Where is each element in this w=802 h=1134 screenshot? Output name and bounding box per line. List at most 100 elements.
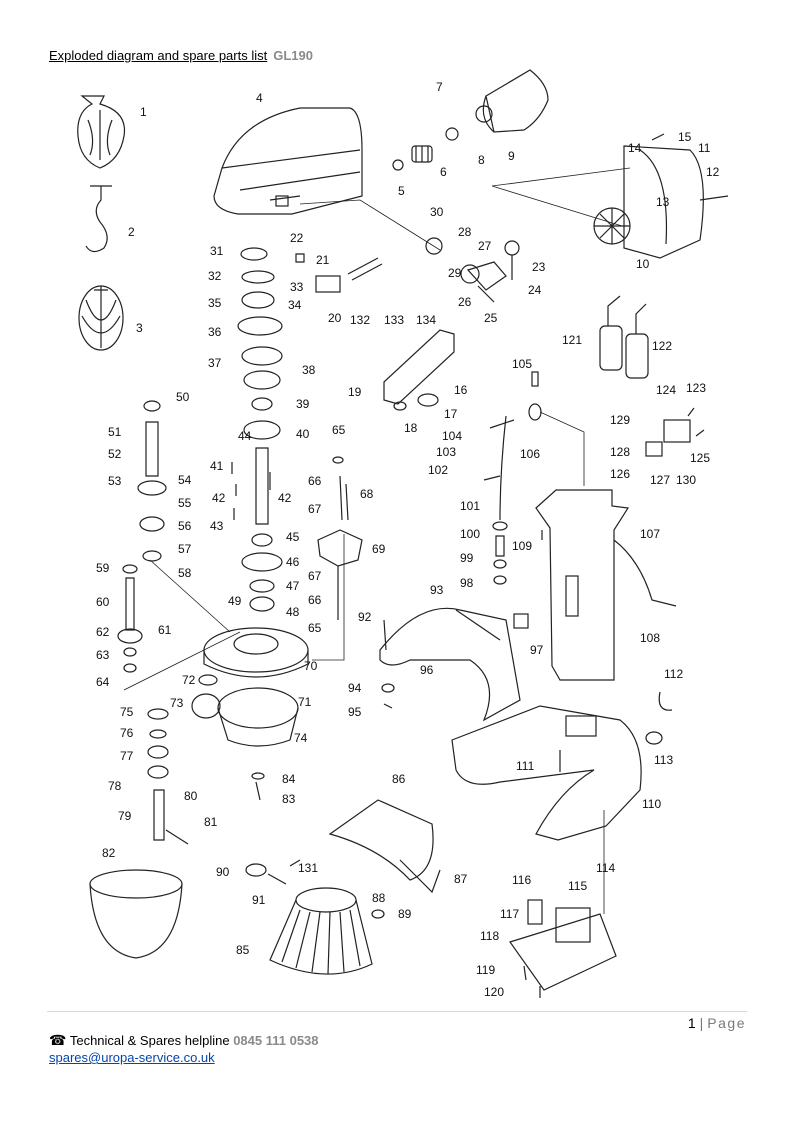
bush-39 — [251, 397, 273, 411]
keys-41-43 — [231, 462, 271, 520]
part-label-46: 46 — [286, 555, 300, 569]
part-label-75: 75 — [120, 705, 134, 719]
spindle-80 — [153, 789, 165, 841]
part-label-76: 76 — [120, 726, 134, 740]
nut-94 — [381, 683, 395, 693]
helpline: ☎ Technical & Spares helpline 0845 111 0… — [49, 1032, 319, 1049]
part-label-7: 7 — [436, 80, 443, 94]
part-label-78: 78 — [108, 779, 122, 793]
page-word: Page — [707, 1015, 746, 1031]
washer-65 — [332, 456, 344, 464]
part-label-95: 95 — [348, 705, 362, 719]
part-label-5: 5 — [398, 184, 405, 198]
part-label-66: 66 — [308, 474, 322, 488]
part-label-47: 47 — [286, 579, 300, 593]
switch-16 — [417, 393, 439, 407]
exploded-diagram: 1234567891011121314151617181920212223242… — [77, 69, 729, 999]
part-label-96: 96 — [420, 663, 434, 677]
part-label-15: 15 — [678, 130, 692, 144]
rod-68 — [345, 483, 349, 521]
washer-99 — [493, 559, 507, 569]
contactor-115 — [555, 907, 591, 943]
washer-32 — [241, 270, 275, 284]
page-separator: | — [699, 1015, 704, 1031]
part-label-130: 130 — [676, 473, 696, 487]
gear-35 — [241, 291, 275, 309]
part-label-39: 39 — [296, 397, 310, 411]
bearing-75 — [147, 708, 169, 720]
clip-131 — [289, 859, 301, 867]
part-label-100: 100 — [460, 527, 480, 541]
fan-cover-11 — [623, 145, 704, 259]
part-label-69: 69 — [372, 542, 386, 556]
motor-9 — [485, 69, 549, 133]
part-label-92: 92 — [358, 610, 372, 624]
bolt-92 — [383, 619, 387, 651]
bracket-106 — [528, 403, 542, 421]
block-22 — [295, 253, 305, 263]
gear-56 — [139, 516, 165, 532]
part-label-58: 58 — [178, 566, 192, 580]
part-label-14: 14 — [628, 141, 642, 155]
part-label-37: 37 — [208, 356, 222, 370]
part-label-4: 4 — [256, 91, 263, 105]
screw-66 — [339, 475, 343, 521]
part-label-61: 61 — [158, 623, 172, 637]
part-label-71: 71 — [298, 695, 312, 709]
part-label-8: 8 — [478, 153, 485, 167]
knob-23 — [504, 240, 520, 256]
part-label-132: 132 — [350, 313, 370, 327]
part-label-62: 62 — [96, 625, 110, 639]
part-label-79: 79 — [118, 809, 132, 823]
switch-body-127 — [645, 441, 663, 457]
bearing-77 — [147, 745, 169, 759]
fork-69 — [317, 529, 363, 567]
part-label-77: 77 — [120, 749, 134, 763]
part-label-26: 26 — [458, 295, 472, 309]
part-label-99: 99 — [460, 551, 474, 565]
lever-103 — [499, 415, 507, 521]
screw-15 — [651, 133, 665, 141]
part-label-102: 102 — [428, 463, 448, 477]
nut-98 — [493, 575, 507, 585]
part-label-36: 36 — [208, 325, 222, 339]
part-label-83: 83 — [282, 792, 296, 806]
part-label-91: 91 — [252, 893, 266, 907]
part-label-18: 18 — [404, 421, 418, 435]
part-label-65-alt: 65 — [308, 621, 322, 635]
plate-19 — [383, 329, 455, 405]
nut-5 — [392, 159, 404, 171]
part-label-82: 82 — [102, 846, 116, 860]
knob-90 — [245, 863, 267, 877]
bush-45 — [251, 533, 273, 547]
guard-85 — [295, 887, 357, 913]
part-label-106: 106 — [520, 447, 540, 461]
part-label-126: 126 — [610, 467, 630, 481]
part-label-49: 49 — [228, 594, 242, 608]
part-label-17: 17 — [444, 407, 458, 421]
capacitor-122 — [625, 333, 649, 379]
part-label-56: 56 — [178, 519, 192, 533]
bearing-48 — [249, 596, 275, 612]
title-text: Exploded diagram and spare parts list — [49, 48, 268, 63]
washer-63 — [123, 647, 137, 657]
part-label-11: 11 — [698, 141, 711, 155]
part-label-59: 59 — [96, 561, 110, 575]
spares-email-link[interactable]: spares@uropa-service.co.uk — [49, 1050, 215, 1065]
pin-132 — [347, 257, 383, 281]
planetary-74 — [217, 687, 299, 729]
part-label-50: 50 — [176, 390, 190, 404]
part-label-118: 118 — [480, 929, 499, 943]
bowl-82 — [89, 869, 183, 899]
helpline-label: Technical & Spares helpline — [69, 1033, 230, 1048]
part-label-30: 30 — [430, 205, 444, 219]
arm-93 — [379, 607, 521, 722]
part-label-60: 60 — [96, 595, 110, 609]
part-label-94: 94 — [348, 681, 362, 695]
part-label-6: 6 — [440, 165, 447, 179]
part-label-9: 9 — [508, 149, 515, 163]
screw-12 — [699, 195, 729, 201]
part-label-119: 119 — [476, 963, 495, 977]
part-label-103: 103 — [436, 445, 456, 459]
